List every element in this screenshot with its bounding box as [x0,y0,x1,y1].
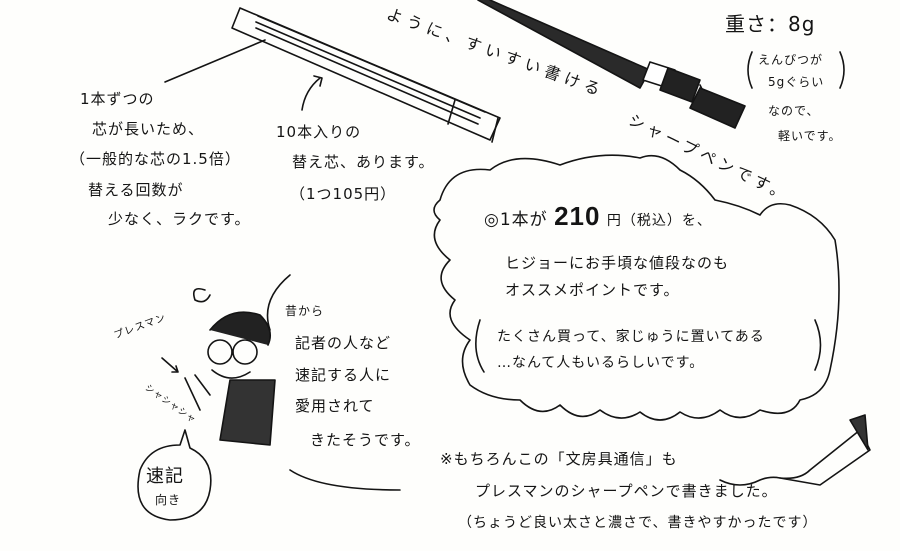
lead-note-2: 芯が長いため、 [92,120,205,138]
weight-note-3: なので、 [768,104,820,118]
lead-note-1: 1本ずつの [80,90,155,108]
aside-parentheses [475,319,822,373]
reporter-note-1: 昔から [285,304,325,318]
cloud-line-2: ヒジョーにお手頃な値段なのも [505,254,730,272]
cloud-line-3: オススメポイントです。 [505,281,680,299]
weight-title: 重さ：8g [725,12,816,36]
cloud-price-line: ◎1本が 210 円（税込）を、 [484,203,712,229]
weight-note-1: えんぴつが [758,53,824,67]
refill-note-1: 10本入りの [276,123,362,141]
refill-note-2: 替え芯、あります。 [292,153,435,171]
reporter-note-5: きたそうです。 [310,431,421,449]
footer-line-2: プレスマンのシャープペンで書きました。 [475,482,778,500]
mechanical-pencil-drawing [477,0,746,129]
speech-curve [266,274,401,491]
footer-line-3: （ちょうど良い太さと濃さで、書きやすかったです） [458,515,818,531]
reporter-drawing [161,287,276,446]
bubble-line-2: 向き [155,493,182,507]
cloud-price-prefix: ◎1本が [484,210,548,230]
lead-note-4: 替える回数が [88,181,184,199]
thought-cloud [433,154,840,421]
reporter-note-3: 速記する人に [295,366,392,384]
refill-tube-drawing [164,7,501,143]
speech-bubble [137,429,212,521]
bubble-line-1: 速記 [146,466,184,487]
weight-note-2: 5gぐらい [768,75,825,89]
cloud-price-suffix: 円（税込）を、 [606,213,712,229]
reporter-note-2: 記者の人など [295,334,392,352]
cloud-aside-1: たくさん買って、家じゅうに置いてある [497,329,765,345]
footer-line-1: ※もちろんこの「文房具通信」も [440,450,678,468]
cloud-price: 210 [554,201,601,231]
weight-parentheses [747,51,845,89]
refill-note-3: （1つ105円） [290,185,397,203]
weight-note-4: 軽いです。 [778,129,842,143]
bottom-pencil-drawing [719,414,871,486]
lead-note-3: （一般的な芯の1.5倍） [70,150,241,168]
lead-note-5: 少なく、ラクです。 [108,210,251,228]
reporter-note-4: 愛用されて [295,397,375,415]
cloud-aside-2: …なんて人もいるらしいです。 [497,355,705,371]
